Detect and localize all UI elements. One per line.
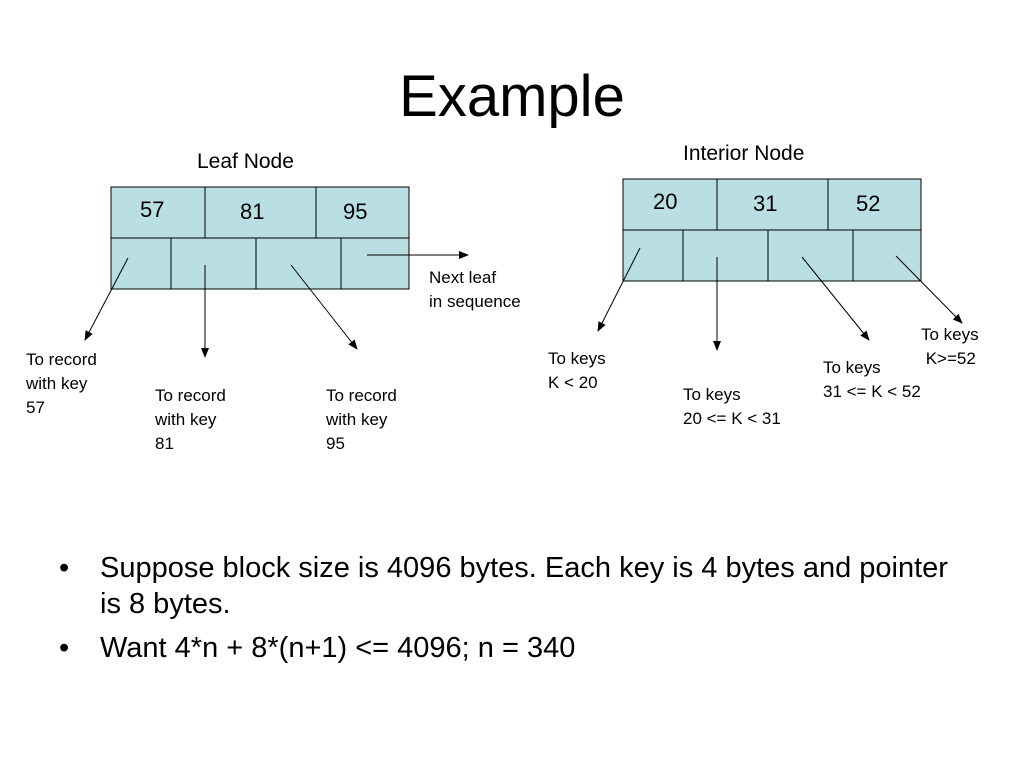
leaf-key: 95 [343, 199, 368, 224]
bullet-item: • Want 4*n + 8*(n+1) <= 4096; n = 340 [55, 630, 955, 666]
child-range-label: To keys K>=52 [921, 325, 979, 368]
interior-node [622, 178, 922, 282]
bullet-text: Suppose block size is 4096 bytes. Each k… [100, 552, 948, 620]
child-range-label: To keys K < 20 [548, 349, 606, 392]
interior-node-label: Interior Node [683, 142, 805, 165]
leaf-pointer-arrow [290, 264, 358, 350]
leaf-pointer-arrow [84, 257, 129, 341]
interior-key: 31 [753, 191, 778, 216]
child-range-label: To keys 31 <= K < 52 [823, 358, 921, 401]
interior-key: 52 [856, 191, 881, 216]
child-range-label: To keys 20 <= K < 31 [683, 385, 781, 428]
record-label: To record with key 57 [26, 350, 97, 417]
leaf-node [110, 186, 410, 290]
interior-key: 20 [653, 189, 678, 214]
slide-title: Example [399, 64, 625, 129]
leaf-key: 81 [240, 199, 265, 224]
bullet-list: • Suppose block size is 4096 bytes. Each… [55, 550, 955, 674]
next-leaf-label: Next leaf in sequence [429, 268, 521, 311]
bullet-text: Want 4*n + 8*(n+1) <= 4096; n = 340 [100, 632, 576, 664]
interior-pointer-arrow [801, 256, 870, 341]
bullet-icon: • [59, 552, 70, 584]
interior-pointer-arrow [895, 255, 963, 324]
interior-pointer-arrow [597, 247, 641, 332]
record-label: To record with key 81 [155, 386, 226, 453]
bullet-icon: • [59, 632, 70, 664]
leaf-key: 57 [140, 197, 165, 222]
leaf-node-label: Leaf Node [197, 150, 294, 173]
record-label: To record with key 95 [326, 386, 397, 453]
bullet-item: • Suppose block size is 4096 bytes. Each… [55, 550, 955, 622]
